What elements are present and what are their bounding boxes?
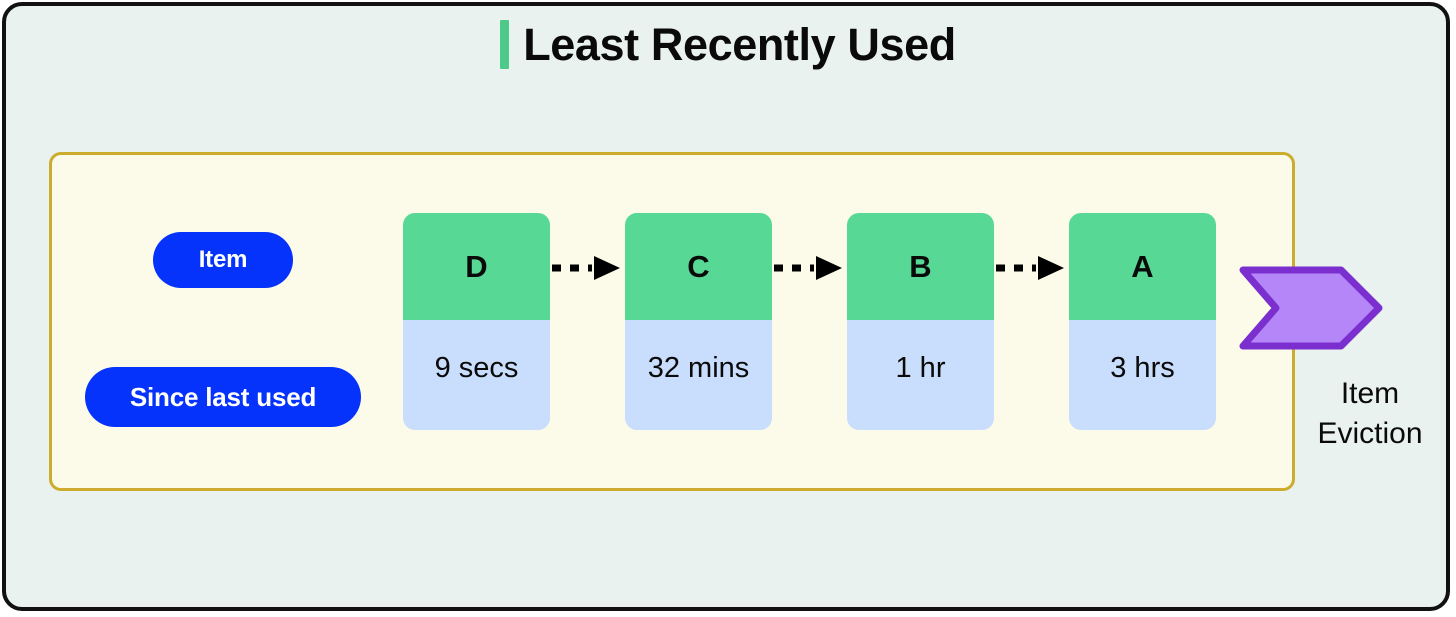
legend-since-last-used-badge: Since last used [85,367,361,427]
legend-since-last-used-label: Since last used [129,381,317,412]
cache-item-card: C 32 mins [625,213,772,430]
page-title: Least Recently Used [523,19,956,70]
cache-item-card: A 3 hrs [1069,213,1216,430]
card-letter: A [1069,213,1216,320]
dashed-arrow-icon [552,256,620,280]
cache-item-card: D 9 secs [403,213,550,430]
card-time: 32 mins [625,320,772,430]
dashed-arrow-icon [774,256,842,280]
eviction-label-line1: Item [1340,377,1400,410]
legend-item-label: Item [198,246,248,273]
eviction-chevron-icon [1239,266,1383,350]
legend-item-badge: Item [153,232,293,288]
card-letter: B [847,213,994,320]
card-time: 9 secs [403,320,550,430]
card-letter: C [625,213,772,320]
eviction-label: Item Eviction [1290,374,1450,454]
dashed-arrow-icon [996,256,1064,280]
eviction-label-line2: Eviction [1317,417,1423,450]
cache-item-card: B 1 hr [847,213,994,430]
card-time: 1 hr [847,320,994,430]
title-accent-bar [500,20,510,69]
card-time: 3 hrs [1069,320,1216,430]
title-row: Least Recently Used [0,20,1456,69]
card-letter: D [403,213,550,320]
